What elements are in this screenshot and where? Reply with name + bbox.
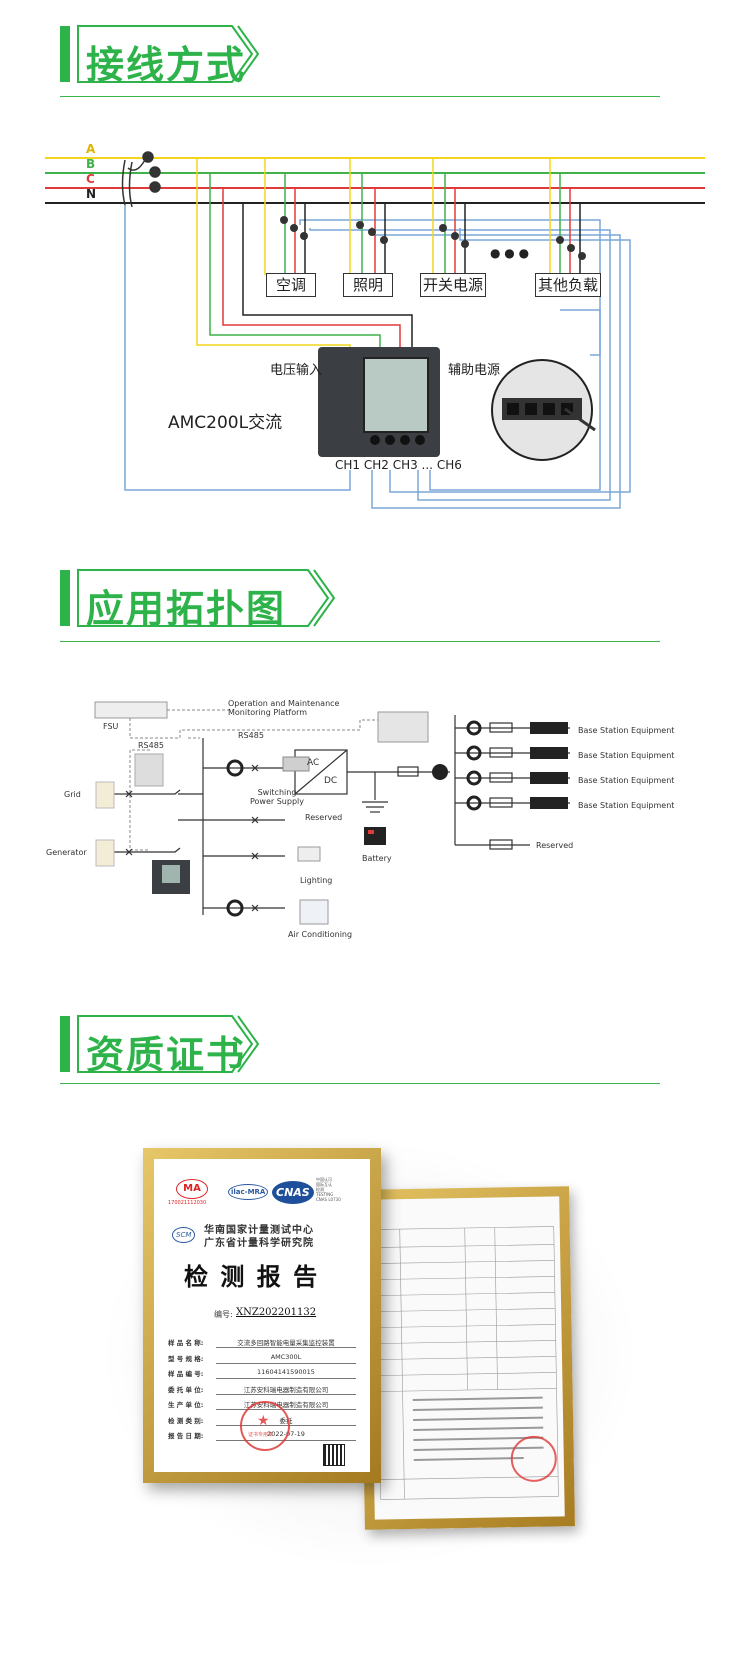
institute-line-1: 华南国家计量测试中心 [204,1225,314,1236]
section-header-topology: 应用拓扑图 [60,562,660,672]
grid-label: Grid [64,790,81,799]
load-box-lighting: 照明 [343,273,393,297]
qr-code [323,1444,345,1466]
reserved-label-left: Reserved [305,813,343,822]
cert-page-back [369,1196,565,1520]
base-station-label-2: Base Station Equipment [578,751,675,760]
base-station-label-3: Base Station Equipment [578,776,675,785]
cert-field-underline [216,1409,356,1410]
generator-label: Generator [46,848,87,857]
switching-power-label: Switching Power Supply [250,788,304,806]
load-box-switch-power: 开关电源 [420,273,486,297]
base-station-label-1: Base Station Equipment [578,726,675,735]
meter-lcd [363,357,429,433]
scm-logo: SCM [172,1227,196,1243]
cma-logo: MA [176,1179,208,1199]
cma-number: 170021112030 [168,1200,207,1206]
section-header-certificate: 资质证书 [60,1008,660,1118]
cert-field-value: 江苏安科瑞电器制造有限公司 [243,1401,329,1409]
section-title: 接线方式 [86,43,247,87]
reserved-label-right: Reserved [536,841,574,850]
cert-field-label: 型 号 规 格: [168,1354,204,1363]
cert-field-value: 11604141590015 [257,1368,315,1376]
meter-buttons [370,435,426,447]
seal-star-icon: ★ [257,1413,270,1429]
fsu-label: FSU [103,722,119,731]
cert-field-underline [216,1347,356,1348]
cert-frame-back [359,1186,575,1530]
aircon-label: Air Conditioning [288,930,353,939]
report-number-label: 编号: [214,1310,233,1319]
model-label: AMC200L交流 [168,413,283,433]
section-divider [60,1083,660,1084]
phase-label-n: N [86,187,97,201]
channel-label: CH1 CH2 CH3 ... CH6 [335,458,462,472]
cert-field-label: 样 品 名 称: [168,1339,204,1347]
cert-table-lines [375,1226,559,1500]
section-title: 应用拓扑图 [86,587,287,631]
meter-device [318,347,440,457]
cert-seal: ★ 证书专用章 [240,1401,290,1451]
cert-field-label: 报 告 日 期: [168,1432,204,1440]
cnas-logo: CNAS [272,1181,314,1204]
cert-field-underline [216,1440,356,1441]
aux-power-label: 辅助电源 [448,363,501,378]
report-title: 检 测 报 告 [184,1262,320,1291]
platform-label: Operation and Maintenance Monitoring Pla… [228,699,340,717]
ac-label: AC [307,758,320,768]
cert-frame-front: MA 170021112030 ilac-MRA CNAS 中国认可 国际互认 … [143,1148,381,1483]
dc-label: DC [324,776,338,786]
rs485-label-right: RS485 [238,731,264,740]
terminal-zoom-circle [491,359,596,461]
cnas-note: 中国认可 国际互认 检测 TESTING CNAS L0730 [316,1177,341,1202]
phase-label-a: A [86,142,96,156]
report-number: XNZ202201132 [236,1307,317,1318]
cert-page-front: MA 170021112030 ilac-MRA CNAS 中国认可 国际互认 … [154,1159,370,1472]
battery-label: Battery [362,854,392,863]
cert-field-label: 委 托 单 位: [168,1385,204,1394]
seal-text: 证书专用章 [248,1432,274,1438]
base-station-label-4: Base Station Equipment [578,801,675,810]
header-chevron-icon [60,25,260,83]
load-box-other: 其他负载 [535,273,601,297]
phase-label-b: B [86,157,96,171]
lighting-label: Lighting [300,876,333,885]
cert-field-underline [216,1362,356,1364]
loads-ellipsis: ● ● ● [490,246,530,260]
cma-logo-text: MA [183,1183,201,1194]
rs485-label-left: RS485 [138,741,164,750]
cert-field-value: 江苏安科瑞电器制造有限公司 [243,1385,329,1394]
cert-field-label: 生 产 单 位: [168,1401,204,1409]
cert-field-value: AMC300L [270,1352,302,1361]
header-chevron-icon [60,569,336,627]
phase-label-c: C [86,172,95,186]
header-chevron-icon [60,1015,260,1073]
section-header-wiring: 接线方式 [60,18,660,128]
section-title: 资质证书 [86,1033,247,1077]
voltage-input-label: 电压输入 [270,363,323,378]
section-divider [60,641,660,642]
institute-line-2: 广东省计量科学研究院 [204,1238,314,1249]
load-box-aircon: 空调 [266,273,316,297]
cert-field-underline [216,1378,356,1379]
cert-field-underline [216,1393,356,1395]
topology-diagram [94,701,570,925]
section-divider [60,96,660,97]
ilac-logo: ilac-MRA [228,1184,269,1200]
cert-field-label: 样 品 编 号: [168,1370,204,1378]
cert-field-value: 交流多回路智能电量采集监控装置 [237,1339,335,1347]
cert-field-label: 检 测 类 别: [168,1416,204,1425]
